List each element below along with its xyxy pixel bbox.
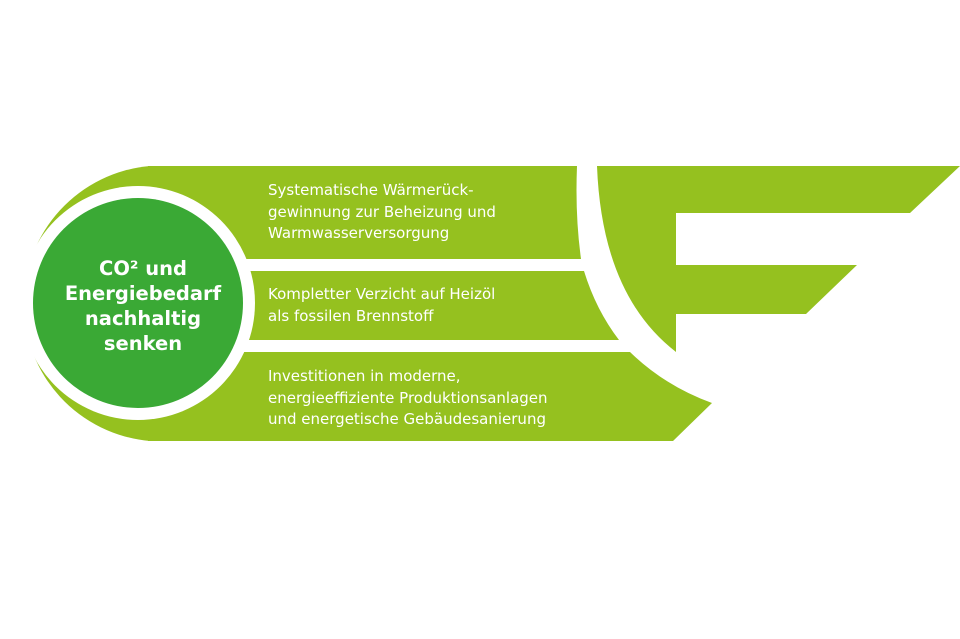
center-circle bbox=[33, 198, 243, 408]
band-line: energieeffiziente Produktionsanlagen bbox=[268, 388, 548, 407]
band-2-text: Kompletter Verzicht auf Heizöl als fossi… bbox=[268, 284, 495, 327]
center-line: CO² und bbox=[99, 257, 187, 280]
center-line: nachhaltig bbox=[84, 307, 202, 330]
center-line: senken bbox=[103, 332, 183, 355]
band-3-shape bbox=[148, 352, 712, 441]
band-2-shape bbox=[148, 271, 619, 340]
band-1-text: Systematische Wärmerück- gewinnung zur B… bbox=[268, 180, 496, 245]
center-label: CO² und Energiebedarf nachhaltig senken bbox=[38, 256, 248, 356]
band-1-shape bbox=[148, 166, 581, 259]
band-line: Warmwasserversorgung bbox=[268, 224, 450, 242]
band-line: und energetische Gebäudesanierung bbox=[268, 410, 546, 428]
band-line: gewinnung zur Beheizung und bbox=[268, 202, 496, 221]
band-line: Systematische Wärmerück- bbox=[268, 181, 474, 199]
band-line: Investitionen in moderne, bbox=[268, 367, 461, 385]
center-line: Energiebedarf bbox=[64, 282, 222, 305]
band-line: als fossilen Brennstoff bbox=[268, 306, 434, 325]
band-3-text: Investitionen in moderne, energieeffizie… bbox=[268, 366, 548, 431]
f-logo-shape bbox=[597, 166, 960, 352]
band-line: Kompletter Verzicht auf Heizöl bbox=[268, 285, 496, 303]
